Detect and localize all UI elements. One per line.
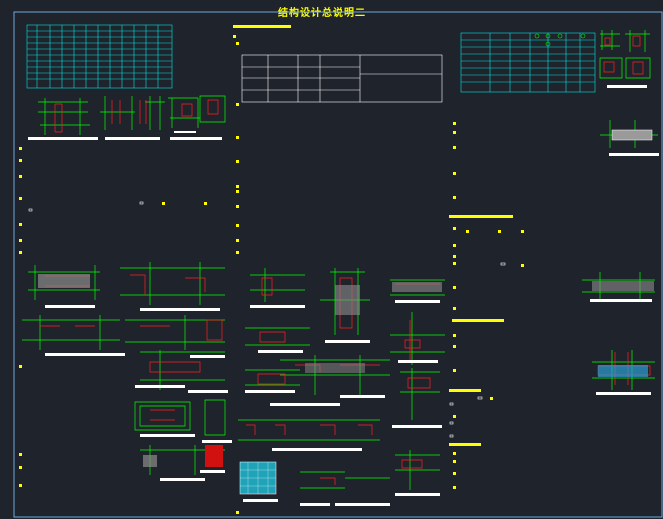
- white-tick-markers: [28, 201, 506, 438]
- beam-column-details-row1: [28, 95, 226, 140]
- sheet-frame: [13, 11, 663, 518]
- wall-joint-details-middle: [238, 268, 445, 506]
- yellow-annotation-bars: [233, 25, 513, 446]
- note-bullet-markers: [19, 35, 524, 514]
- reinforcement-table-right: [460, 32, 596, 93]
- wall-joint-details-left: [22, 262, 232, 481]
- table-circle-markers: [534, 33, 586, 47]
- material-table-middle: [241, 54, 443, 103]
- drawing-title: 结构设计总说明二: [278, 8, 366, 19]
- wall-joint-details-right: [582, 272, 655, 395]
- top-right-small-details: [599, 30, 659, 156]
- reinforcement-table-left: [26, 24, 173, 89]
